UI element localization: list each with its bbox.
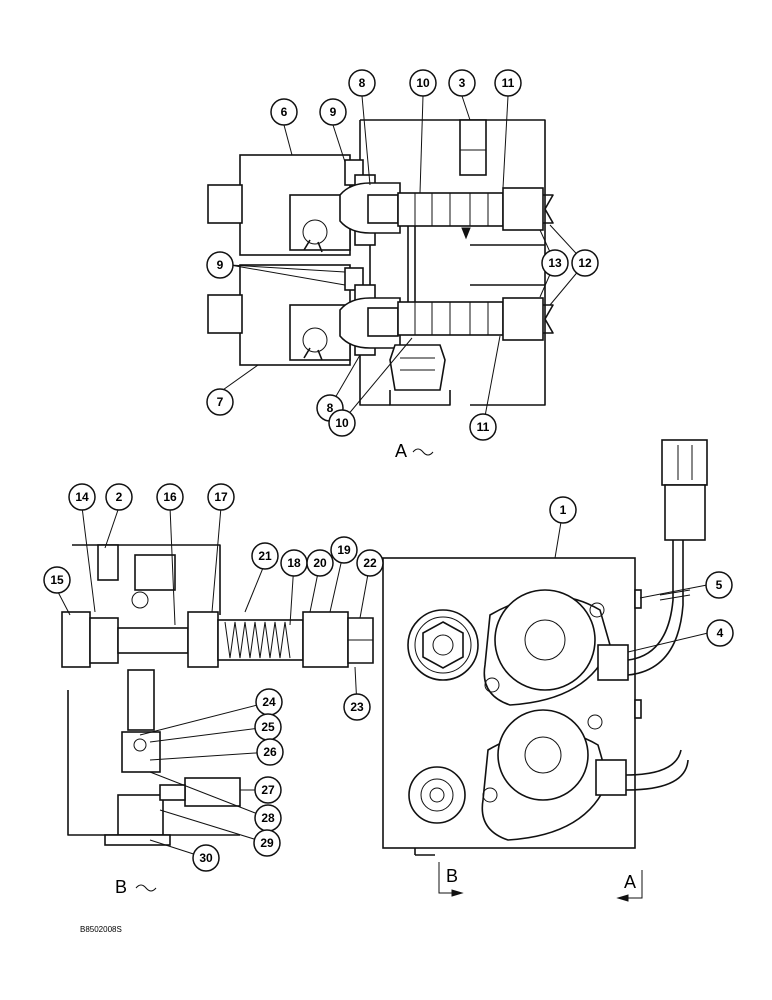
callout-19: 19 bbox=[330, 536, 358, 564]
svg-text:2: 2 bbox=[116, 490, 123, 504]
svg-text:8: 8 bbox=[327, 401, 334, 415]
external-view-drawing bbox=[382, 439, 708, 856]
callout-10b: 10 bbox=[328, 409, 356, 437]
callout-11a: 11 bbox=[494, 69, 522, 97]
callout-13: 13 bbox=[541, 249, 569, 277]
svg-text:20: 20 bbox=[313, 556, 327, 570]
svg-text:10: 10 bbox=[416, 76, 430, 90]
view-b-leaders bbox=[57, 506, 371, 859]
callout-27: 27 bbox=[254, 776, 282, 804]
callout-12: 12 bbox=[571, 249, 599, 277]
view-label-a: A bbox=[395, 441, 434, 461]
callout-10a: 10 bbox=[409, 69, 437, 97]
svg-text:1: 1 bbox=[560, 503, 567, 517]
callout-17: 17 bbox=[207, 483, 235, 511]
svg-text:B: B bbox=[446, 866, 458, 886]
view-a-leaders bbox=[219, 95, 586, 428]
svg-text:B: B bbox=[115, 877, 127, 897]
svg-text:11: 11 bbox=[477, 420, 490, 434]
view-b-drawing bbox=[61, 544, 374, 846]
svg-text:15: 15 bbox=[50, 573, 64, 587]
svg-text:14: 14 bbox=[75, 490, 89, 504]
svg-text:27: 27 bbox=[261, 783, 275, 797]
svg-text:25: 25 bbox=[261, 720, 275, 734]
svg-text:A: A bbox=[624, 872, 636, 892]
svg-text:4: 4 bbox=[717, 626, 724, 640]
svg-text:18: 18 bbox=[287, 556, 301, 570]
callout-15: 15 bbox=[43, 566, 71, 594]
callout-22: 22 bbox=[356, 549, 384, 577]
svg-text:29: 29 bbox=[260, 836, 274, 850]
callout-29: 29 bbox=[253, 829, 281, 857]
figure-code: B8502008S bbox=[80, 925, 122, 934]
callout-26: 26 bbox=[256, 738, 284, 766]
svg-text:30: 30 bbox=[199, 851, 213, 865]
callout-21: 21 bbox=[251, 542, 279, 570]
svg-text:A: A bbox=[395, 441, 407, 461]
callout-8: 8 bbox=[348, 69, 376, 97]
view-label-b: B bbox=[115, 877, 157, 897]
svg-text:13: 13 bbox=[548, 256, 562, 270]
view-a-drawing bbox=[207, 119, 554, 406]
callout-23: 23 bbox=[343, 693, 371, 721]
callout-20: 20 bbox=[306, 549, 334, 577]
svg-text:3: 3 bbox=[459, 76, 466, 90]
svg-text:26: 26 bbox=[263, 745, 277, 759]
callout-6: 6 bbox=[270, 98, 298, 126]
svg-text:24: 24 bbox=[262, 695, 276, 709]
callout-4: 4 bbox=[706, 619, 734, 647]
callout-11b: 11 bbox=[469, 413, 497, 441]
svg-text:19: 19 bbox=[337, 543, 351, 557]
svg-text:17: 17 bbox=[214, 490, 228, 504]
section-mark-b: B bbox=[438, 862, 464, 897]
callout-9a: 9 bbox=[319, 98, 347, 126]
callout-24: 24 bbox=[255, 688, 283, 716]
svg-text:9: 9 bbox=[217, 258, 224, 272]
svg-text:6: 6 bbox=[281, 105, 288, 119]
callout-7: 7 bbox=[206, 388, 234, 416]
svg-text:21: 21 bbox=[258, 549, 272, 563]
svg-text:12: 12 bbox=[578, 256, 592, 270]
callout-2: 2 bbox=[105, 483, 133, 511]
callout-9b: 9 bbox=[206, 251, 234, 279]
callout-18: 18 bbox=[280, 549, 308, 577]
callout-14: 14 bbox=[68, 483, 96, 511]
svg-text:28: 28 bbox=[261, 811, 275, 825]
callout-30: 30 bbox=[192, 844, 220, 872]
svg-text:16: 16 bbox=[163, 490, 177, 504]
callout-5: 5 bbox=[705, 571, 733, 599]
svg-text:11: 11 bbox=[502, 76, 515, 90]
callout-28: 28 bbox=[254, 804, 282, 832]
svg-text:23: 23 bbox=[350, 700, 364, 714]
callout-1: 1 bbox=[549, 496, 577, 524]
svg-text:7: 7 bbox=[217, 395, 224, 409]
callout-25: 25 bbox=[254, 713, 282, 741]
svg-text:9: 9 bbox=[330, 105, 337, 119]
svg-text:10: 10 bbox=[335, 416, 349, 430]
callout-3: 3 bbox=[448, 69, 476, 97]
callout-16: 16 bbox=[156, 483, 184, 511]
section-mark-a: A bbox=[616, 870, 643, 902]
svg-text:8: 8 bbox=[359, 76, 366, 90]
svg-text:22: 22 bbox=[363, 556, 377, 570]
svg-text:5: 5 bbox=[716, 578, 723, 592]
